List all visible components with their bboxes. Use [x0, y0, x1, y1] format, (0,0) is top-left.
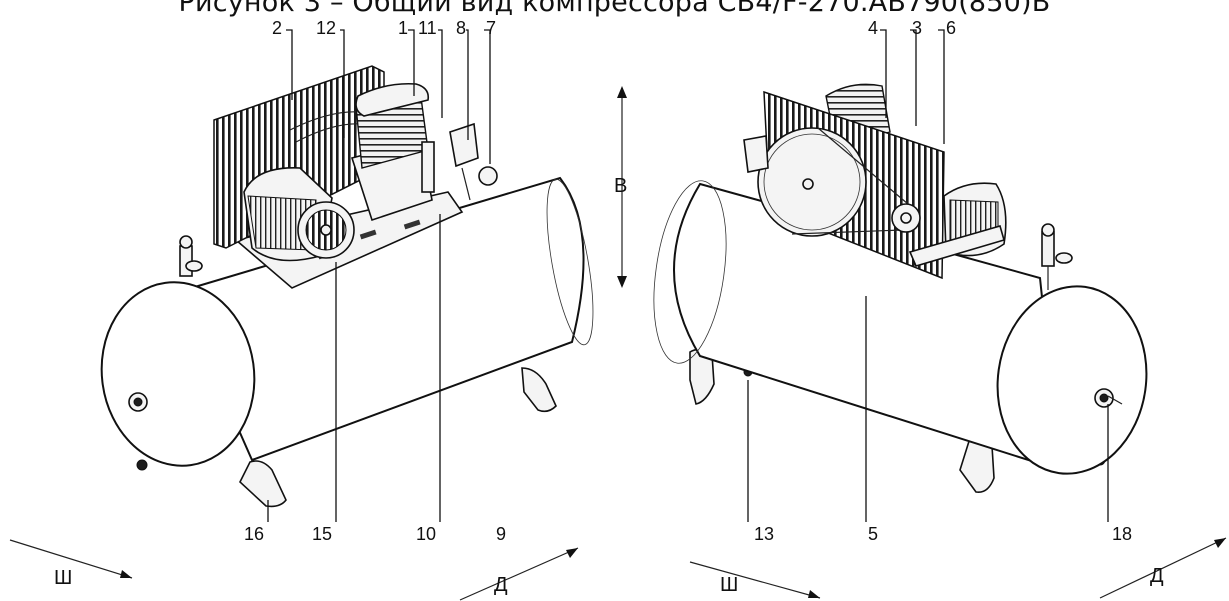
left-compressor-head [355, 82, 430, 117]
figure-caption: Рисунок 3 – Общий вид компрессора CB4/F-… [178, 0, 1051, 18]
right-label-4: 4 [868, 18, 878, 38]
left-label-2: 2 [272, 18, 282, 38]
left-tank-cylinder [176, 176, 585, 462]
right-tank-left-edge [653, 180, 727, 364]
right-pressure-switch [743, 135, 769, 173]
left-dim-length: Д [494, 574, 508, 596]
left-label-1: 1 [398, 18, 408, 38]
left-tank-rear-edge [546, 178, 594, 346]
right-label-6: 6 [946, 18, 956, 38]
left-dim-width: Ш [54, 567, 72, 589]
right-dim-width: Ш [720, 574, 738, 596]
left-dim-height: В [614, 175, 627, 197]
left-label-16: 16 [244, 524, 264, 544]
right-dim-length: Д [1150, 565, 1164, 587]
left-tank-foot-front [239, 460, 287, 508]
left-pressure-gauge [478, 166, 498, 186]
left-tank-foot-rear [521, 367, 557, 413]
right-safety-valve [1041, 231, 1055, 267]
right-label-5: 5 [868, 524, 878, 544]
left-label-11: 11 [418, 18, 437, 38]
left-tank-outlet-hole [133, 397, 143, 407]
right-tank-cylinder [673, 182, 1062, 472]
left-pressure-switch [449, 122, 479, 168]
left-label-10: 10 [416, 524, 436, 544]
left-label-15: 15 [312, 524, 332, 544]
left-tank-foot-pad [136, 459, 148, 471]
left-label-7: 7 [486, 18, 496, 38]
left-compressor-view: 2 12 1 11 8 7 16 15 10 9 Ш Д В [9, 18, 627, 601]
right-base-plate [908, 225, 1005, 267]
left-label-12: 12 [316, 18, 336, 38]
left-tank-end-cap [100, 281, 256, 467]
right-compressor-view: 4 3 6 13 5 18 Ш Д [653, 18, 1227, 599]
right-label-13: 13 [754, 524, 774, 544]
right-label-18: 18 [1112, 524, 1132, 544]
left-label-8: 8 [456, 18, 466, 38]
right-label-3: 3 [912, 18, 922, 38]
left-label-9: 9 [496, 524, 506, 544]
right-tank-end-cap [996, 285, 1148, 475]
left-pressure-pipe [421, 141, 435, 193]
